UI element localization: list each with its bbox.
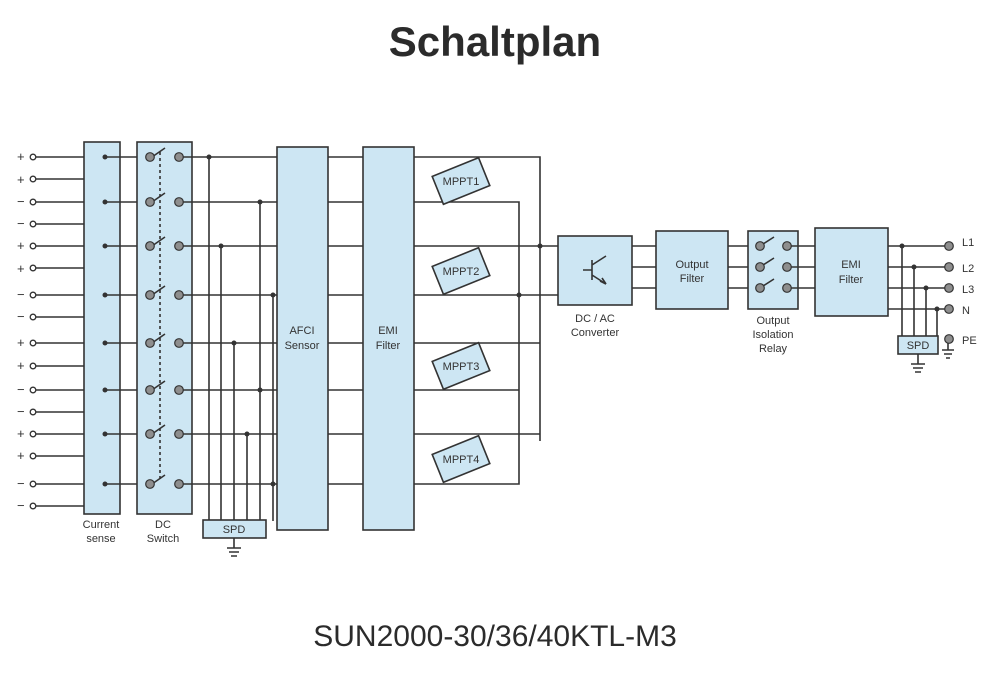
mppt-1-label: MPPT1	[443, 176, 480, 188]
input-13-sign: +	[17, 448, 25, 463]
dcac-converter-block	[557, 235, 633, 306]
input-1-sign: +	[17, 172, 25, 187]
ac-spd-taps	[899, 243, 940, 312]
input-terminals	[29, 153, 37, 510]
output-l1-label: L1	[962, 237, 974, 249]
emi-dc-label-1: EMI	[378, 325, 398, 337]
output-n-label: N	[962, 305, 970, 317]
input-3-sign: −	[17, 216, 25, 231]
dc-switch-label-1: DC	[155, 519, 171, 531]
transistor-icon	[583, 255, 607, 285]
dc-switch-block	[136, 141, 193, 515]
input-5-sign: +	[17, 261, 25, 276]
input-6-sign: −	[17, 287, 25, 302]
relay-label-1: Output	[756, 315, 789, 327]
afci-label-1: AFCI	[289, 325, 314, 337]
afci-label-2: Sensor	[285, 340, 320, 352]
relay-contacts	[755, 236, 792, 293]
spd-taps	[206, 154, 276, 487]
page-title: Schaltplan	[388, 18, 602, 65]
dcac-label-2: Converter	[571, 327, 620, 339]
emi-dc-label-2: Filter	[376, 340, 401, 352]
input-4-sign: +	[17, 238, 25, 253]
output-pe-label: PE	[962, 335, 977, 347]
mppt-1: MPPT1	[431, 156, 491, 206]
current-sense-block	[83, 141, 121, 515]
mppt-4: MPPT4	[431, 434, 491, 484]
input-9-sign: +	[17, 358, 25, 373]
emi-filter-dc-block	[362, 146, 415, 531]
mppt-3: MPPT3	[431, 341, 491, 391]
emi-filter-ac-block	[814, 227, 889, 317]
afci-sensor-block	[276, 146, 329, 531]
mppt-3-label: MPPT3	[443, 361, 480, 373]
dc-inputs: + + − − + + − − + + − − + + − −	[17, 149, 25, 513]
dc-switch-label-2: Switch	[147, 533, 179, 545]
dc-bus-wires	[183, 156, 277, 521]
afci-to-emi-wires	[328, 156, 363, 485]
spd-ac-label: SPD	[907, 340, 930, 352]
current-sense-label-2: sense	[86, 533, 115, 545]
current-sense-nodes	[102, 154, 108, 487]
ac-output-wires	[888, 245, 954, 359]
relay-to-emi-wires	[791, 245, 815, 289]
mppt-wires	[414, 156, 558, 485]
output-l2-label: L2	[962, 263, 974, 275]
dcac-to-filter-wires	[632, 245, 656, 289]
spd-dc-label: SPD	[223, 524, 246, 536]
output-filter-label-1: Output	[675, 259, 708, 271]
ground-ac	[911, 354, 925, 373]
input-8-sign: +	[17, 335, 25, 350]
relay-label-2: Isolation	[753, 329, 794, 341]
current-sense-label-1: Current	[83, 519, 120, 531]
output-filter-label-2: Filter	[680, 273, 705, 285]
mppt-2-label: MPPT2	[443, 266, 480, 278]
ground-dc	[227, 538, 241, 557]
ac-terminals	[944, 241, 954, 344]
input-10-sign: −	[17, 382, 25, 397]
dc-switch-contacts	[145, 147, 184, 489]
model-name: SUN2000-30/36/40KTL-M3	[313, 620, 677, 653]
current-sense-internal	[105, 156, 150, 485]
input-7-sign: −	[17, 309, 25, 324]
input-14-sign: −	[17, 476, 25, 491]
input-12-sign: +	[17, 426, 25, 441]
input-2-sign: −	[17, 194, 25, 209]
dcac-label-1: DC / AC	[575, 313, 615, 325]
output-l3-label: L3	[962, 284, 974, 296]
input-0-sign: +	[17, 149, 25, 164]
mppt-nodes	[516, 243, 543, 298]
emi-ac-label-1: EMI	[841, 259, 861, 271]
emi-ac-label-2: Filter	[839, 274, 864, 286]
mppt-4-label: MPPT4	[443, 454, 480, 466]
input-15-sign: −	[17, 498, 25, 513]
input-11-sign: −	[17, 404, 25, 419]
mppt-2: MPPT2	[431, 246, 491, 296]
output-filter-block	[655, 230, 729, 310]
relay-label-3: Relay	[759, 343, 788, 355]
